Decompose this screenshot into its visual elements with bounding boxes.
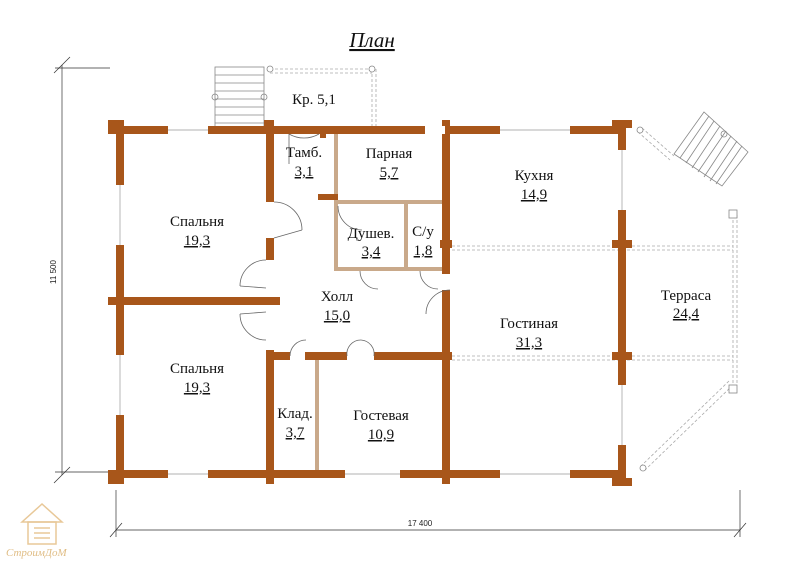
house-icon [20, 502, 64, 545]
room-gostinaya-area: 31,3 [516, 335, 542, 351]
porch-posts [266, 65, 376, 73]
room-spalnya2-area: 19,3 [184, 380, 210, 396]
room-dush-name: Душев. [348, 226, 395, 242]
dimension-width [109, 490, 747, 538]
room-gostevaya-name: Гостевая [353, 408, 409, 424]
porch-stairs [211, 66, 268, 130]
room-parnaya-name: Парная [366, 146, 413, 162]
windows [116, 126, 626, 478]
room-su-area: 1,8 [414, 243, 433, 259]
doors [239, 133, 451, 357]
room-gostevaya-area: 10,9 [368, 427, 394, 443]
room-spalnya2-name: Спальня [170, 361, 224, 377]
porch-deck [270, 68, 377, 126]
dimension-height-label: 11 500 [49, 260, 58, 284]
terrace-stairs [673, 111, 749, 187]
thin-partitions [315, 133, 444, 472]
dimension-width-label: 17 400 [408, 519, 433, 528]
room-tambur-area: 3,1 [295, 164, 314, 180]
room-spalnya1-area: 19,3 [184, 233, 210, 249]
room-kukhnya-area: 14,9 [521, 187, 547, 203]
room-klad-area: 3,7 [286, 425, 305, 441]
logo-text: СтроимДоМ [6, 547, 67, 559]
room-dush-area: 3,4 [362, 244, 381, 260]
room-kryltso-label: Кр. 5,1 [292, 92, 336, 108]
room-kukhnya-name: Кухня [515, 168, 554, 184]
terrace-posts [636, 126, 738, 472]
room-tambur-name: Тамб. [286, 145, 322, 161]
logo: СтроимДоМ [6, 502, 67, 559]
room-terrasa-name: Терраса [661, 288, 712, 304]
room-spalnya1-name: Спальня [170, 214, 224, 230]
room-su-name: С/у [412, 224, 434, 240]
room-gostinaya-name: Гостиная [500, 316, 558, 332]
terrace-railing [452, 127, 738, 471]
room-kholl-name: Холл [321, 289, 354, 305]
room-parnaya-area: 5,7 [380, 165, 399, 181]
room-klad-name: Клад. [277, 406, 313, 422]
room-terrasa-area: 24,4 [673, 306, 700, 322]
room-kholl-area: 15,0 [324, 308, 350, 324]
room-labels: Кр. 5,1 Тамб. 3,1 Парная 5,7 Кухня 14,9 … [170, 92, 712, 443]
plan-title: План [348, 28, 395, 52]
dimension-height [53, 56, 110, 484]
